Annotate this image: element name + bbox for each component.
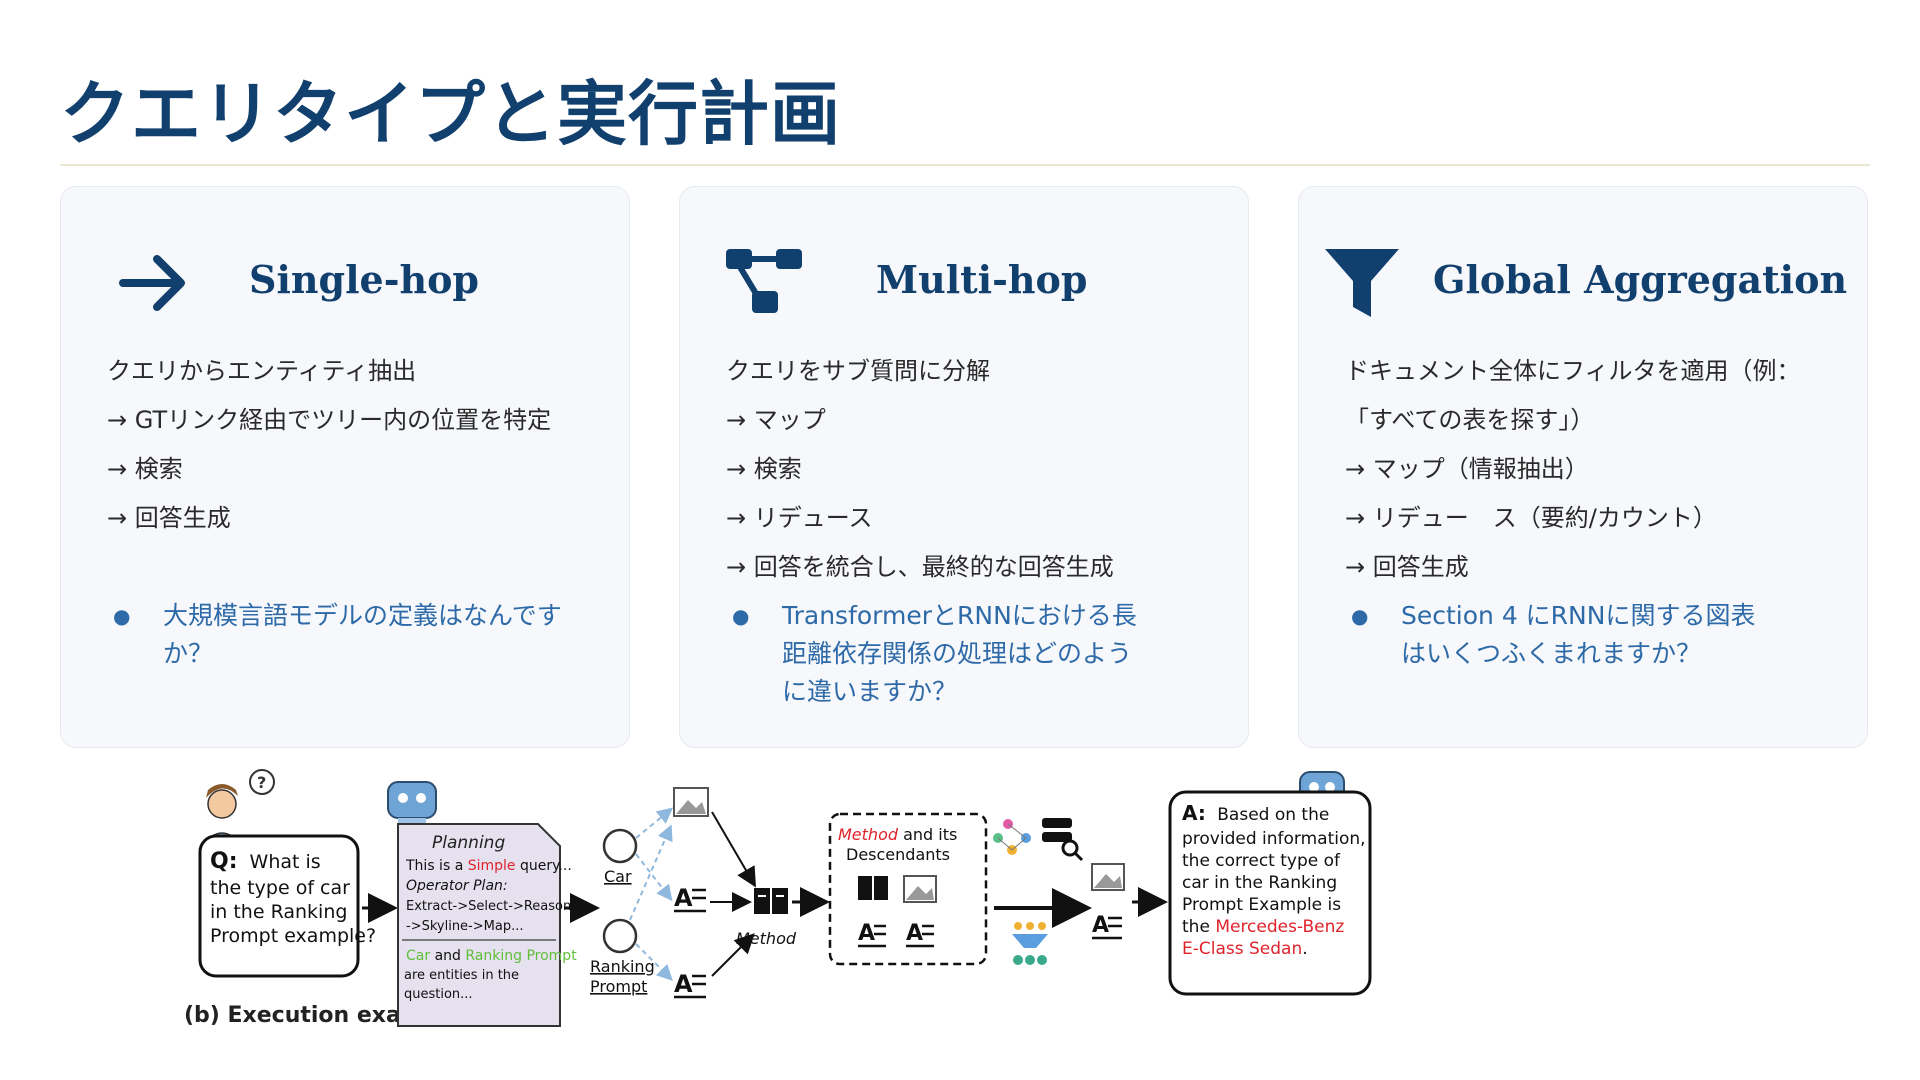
text-block-icon: A [906,921,934,948]
title-divider [60,164,1870,166]
question-line: What is [250,851,321,873]
step-list: ドキュメント全体にフィルタを適用（例：「すべての表を探す」） → マップ（情報抽… [1345,347,1825,592]
question-line: in the Ranking [210,901,347,923]
example-query: TransformerとRNNにおける長距離依存関係の処理はどのように違いますか… [726,597,1156,711]
plan-steps: ->Skyline->Map... [406,919,523,934]
entities-rest: are entities in the question... [404,968,519,1002]
graph-icon [993,819,1031,855]
book-icon [858,876,888,900]
planning-title: Planning [432,833,505,853]
card-heading: Global Aggregation [1433,257,1848,302]
image-icon [903,875,937,903]
entity-label-prompt: Prompt [590,977,647,996]
arrow [711,933,755,977]
step-item: → GTリンク経由でツリー内の位置を特定 [107,406,552,434]
step-item: ドキュメント全体にフィルタを適用（例：「すべての表を探す」） [1345,357,1801,434]
arrow [711,811,757,888]
descendants-subtitle: Descendants [846,845,950,864]
step-item: → 検索 [726,455,802,483]
plan-label: Operator Plan: [406,878,508,894]
hierarchy-icon [726,249,802,313]
question-line: Prompt example? [210,925,376,947]
answer-box [1168,790,1372,996]
question-box [198,834,360,978]
entity-label-ranking: Ranking [590,957,655,976]
text-block-icon: A [674,970,706,999]
step-item: → 検索 [107,455,183,483]
filter-icon [1325,249,1399,317]
card-global-aggregation: Global Aggregation ドキュメント全体にフィルタを適用（例：「す… [1298,186,1868,748]
question-line: the type of car [210,877,350,899]
answer-text: A: Based on the provided information, th… [1182,801,1371,959]
svg-text:A: A [1092,913,1109,938]
step-item: クエリからエンティティ抽出 [107,357,417,385]
text-block-icon: A [1092,913,1122,940]
plan-steps: Extract->Select->Reason [406,899,571,914]
svg-text:?: ? [257,773,266,792]
method-label: Method [736,929,797,948]
svg-text:A: A [674,970,693,998]
example-query: Section 4 にRNNに関する図表はいくつふくまれますか？ [1345,597,1775,673]
svg-text:A: A [674,884,693,912]
svg-text:A: A [906,921,923,946]
step-item: → 回答を統合し、最終的な回答生成 [726,553,1114,581]
image-icon [1091,863,1125,891]
step-item: → リデュース [726,504,873,532]
example-query: 大規模言語モデルの定義はなんですか？ [107,597,567,673]
descendants-title: Method and its [838,825,957,844]
link [635,807,674,839]
text-block-icon: A [674,884,706,913]
svg-text:A: A [858,921,875,946]
step-item: → 回答生成 [107,504,231,532]
example-list: 大規模言語モデルの定義はなんですか？ [107,597,567,673]
text-block-icon: A [858,921,886,948]
step-item: → 回答生成 [1345,553,1469,581]
page-title: クエリタイプと実行計画 [60,73,841,155]
entities-line: Car and Ranking Prompt [406,948,577,964]
planning-document [397,823,561,1027]
arrow-right-icon [119,255,185,311]
step-item: → リデュー ス（要約/カウント） [1345,504,1717,532]
link [635,853,673,902]
question-prefix: Q: [210,849,238,874]
step-list: クエリをサブ質問に分解 → マップ → 検索 → リデュース → 回答を統合し、… [726,347,1114,592]
step-item: → マップ [726,406,826,434]
book-icon [754,888,788,914]
example-list: TransformerとRNNにおける長距離依存関係の処理はどのように違いますか… [726,597,1156,711]
link [629,824,673,921]
entity-node [602,828,638,864]
database-search-icon [1042,818,1084,862]
example-list: Section 4 にRNNに関する図表はいくつふくまれますか？ [1345,597,1775,673]
planning-line: This is a Simple query... [405,858,572,874]
image-icon [673,787,709,817]
step-item: クエリをサブ質問に分解 [726,357,990,385]
card-heading: Multi-hop [876,257,1088,302]
step-list: クエリからエンティティ抽出 → GTリンク経由でツリー内の位置を特定 → 検索 … [107,347,551,543]
entity-node [602,918,638,954]
funnel-icon [1012,922,1048,965]
link [635,943,673,981]
card-multi-hop: Multi-hop クエリをサブ質問に分解 → マップ → 検索 → リデュース… [679,186,1249,748]
card-heading: Single-hop [249,257,480,302]
entity-label-car: Car [604,867,632,886]
card-single-hop: Single-hop クエリからエンティティ抽出 → GTリンク経由でツリー内の… [60,186,630,748]
step-item: → マップ（情報抽出） [1345,455,1589,483]
